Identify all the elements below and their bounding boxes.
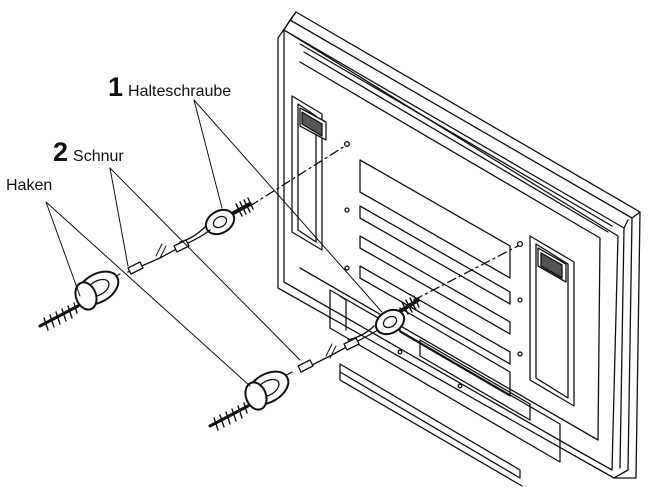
label-hook: Haken — [6, 177, 53, 194]
upper-cord-assembly — [38, 197, 254, 331]
label-number-2: 2 — [53, 137, 69, 167]
upper-retaining-screw — [204, 197, 254, 236]
vent-slots — [359, 159, 531, 421]
lower-retaining-screw — [374, 295, 420, 336]
label-number-1: 1 — [108, 72, 124, 102]
lower-crimp — [343, 337, 360, 351]
upper-hook — [38, 270, 120, 331]
tv-stand-section — [329, 289, 561, 487]
label-text-retaining-screw: Halteschraube — [128, 83, 232, 100]
left-handle — [291, 95, 327, 251]
lower-cord-assembly — [208, 295, 420, 431]
tv-frame-outer — [277, 11, 641, 479]
screw-holes — [343, 140, 524, 389]
tv-cabinet — [283, 29, 619, 471]
lower-hook — [208, 370, 290, 431]
upper-crimp — [173, 239, 190, 253]
alignment-lines — [249, 145, 519, 301]
tv-back-panel — [277, 11, 641, 487]
label-text-cord: Schnur — [73, 148, 124, 165]
leader-lines — [45, 99, 383, 387]
tv-frame-edge — [289, 11, 641, 219]
right-handle — [529, 235, 575, 407]
